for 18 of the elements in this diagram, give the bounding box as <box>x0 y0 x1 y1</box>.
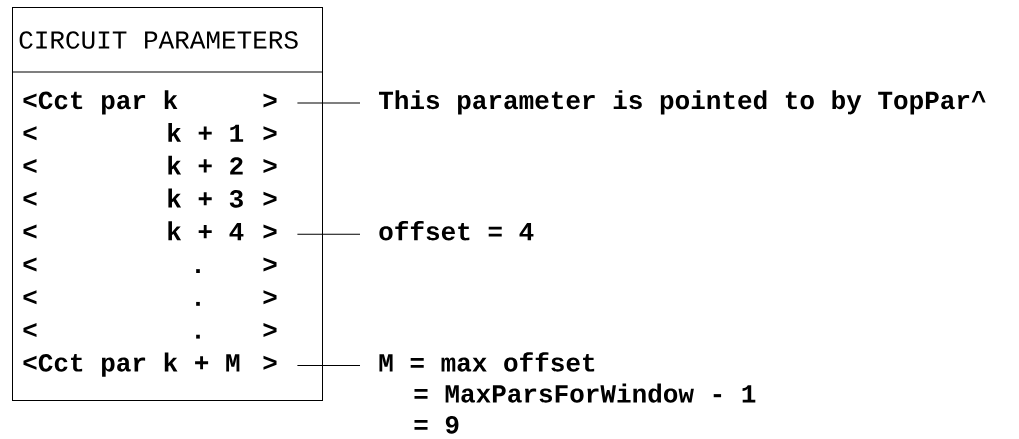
parameter-row: < k + 2 > <box>23 155 277 175</box>
annotation-text: This parameter is pointed to by TopPar^ <box>379 90 986 115</box>
leader-line <box>296 102 361 104</box>
annotation-text: = 9 <box>414 416 459 434</box>
annotation-text: M = max offset <box>379 352 595 372</box>
leader-line <box>296 233 361 235</box>
annotation-text: = MaxParsForWindow - 1 <box>414 383 756 403</box>
parameter-row: < k + 3 > <box>23 188 277 208</box>
parameter-row: < k + 4 > <box>23 221 277 241</box>
parameter-row: < . > <box>23 290 277 306</box>
parameter-row: <Cct par k > <box>23 90 277 115</box>
parameter-row: <Cct par k + M > <box>23 352 277 377</box>
leader-line <box>296 364 361 366</box>
parameter-row: < . > <box>23 257 277 273</box>
node-text: M = max offset = MaxParsForWindow - 1 = 9 <box>379 352 756 434</box>
parameter-row: < k + 1 > <box>23 122 277 142</box>
parameter-row: < . > <box>23 323 277 339</box>
annotation-text: offset = 4 <box>379 221 534 241</box>
